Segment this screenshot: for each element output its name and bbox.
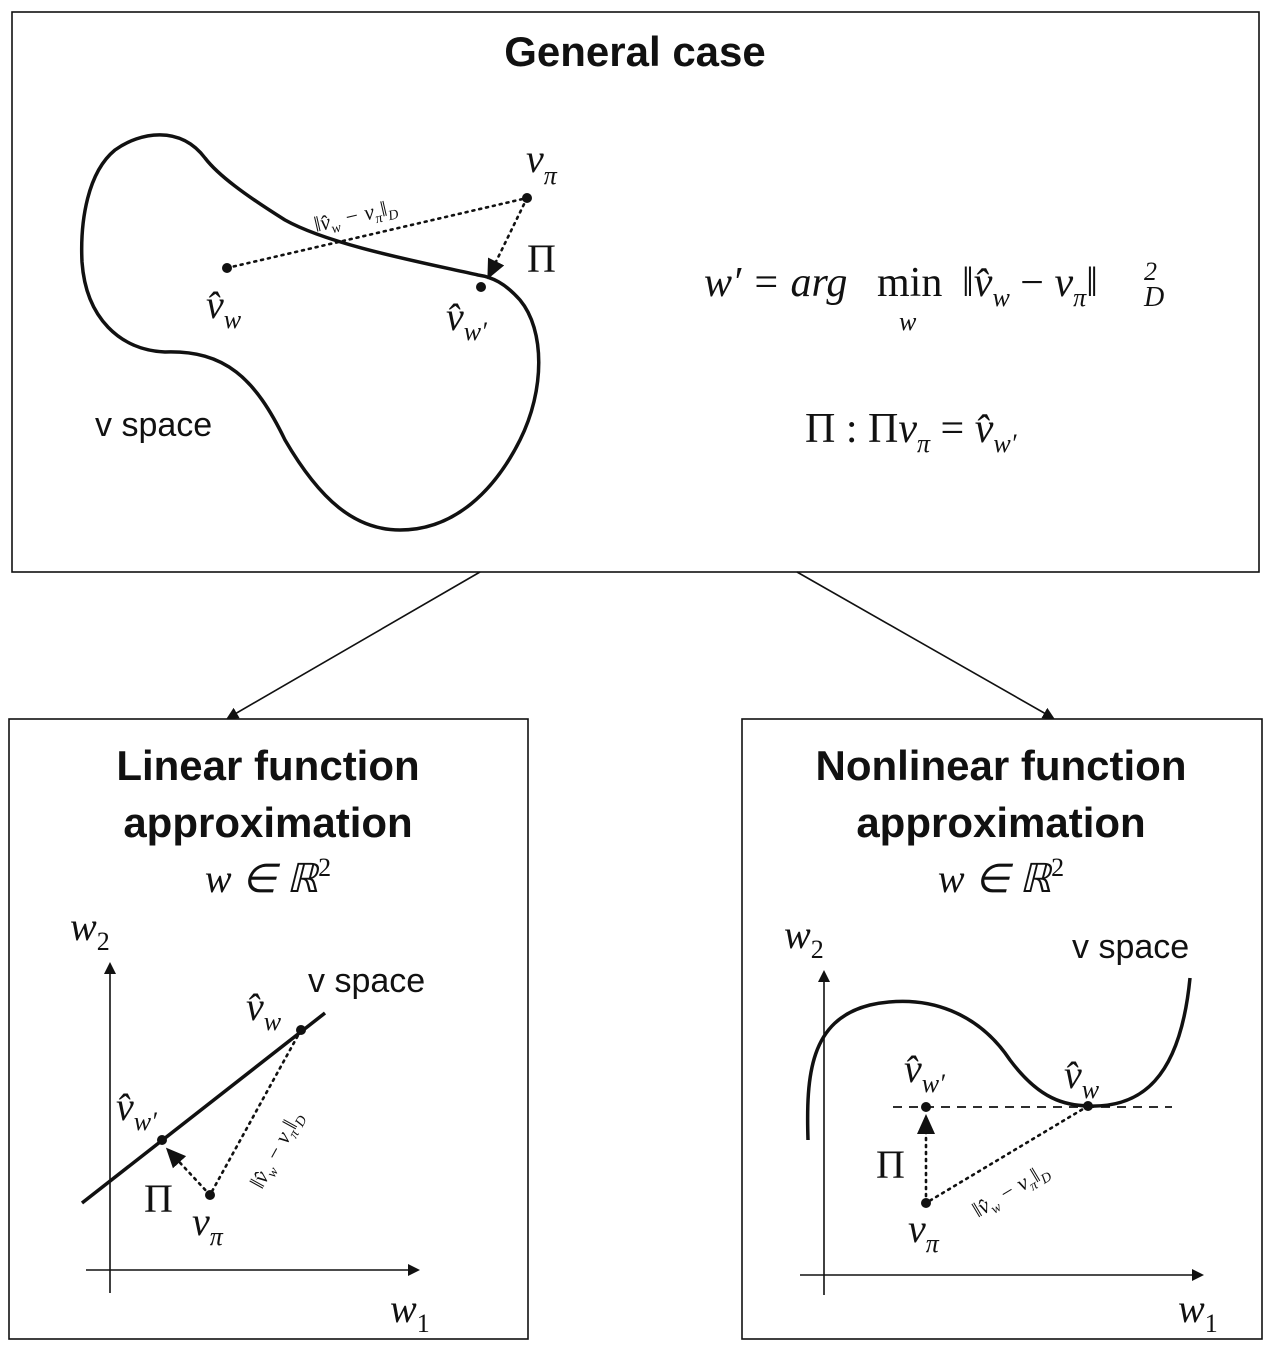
- nonlinear-vhat-wprime-point: [921, 1102, 931, 1112]
- linear-pi-label: Π: [144, 1176, 173, 1221]
- nonlinear-approx-panel: Nonlinear function approximation w ∈ ℝ2 …: [741, 718, 1263, 1340]
- nonlinear-v-pi-label: vπ: [908, 1206, 940, 1258]
- general-vhat-wprime-label: v̂w′: [446, 294, 487, 346]
- svg-text:w: w: [899, 307, 917, 336]
- general-distance-line: [225, 196, 529, 270]
- nonlinear-domain: w ∈ ℝ2: [938, 853, 1064, 901]
- general-case-panel: General case v space ‖v̂w − vπ‖D vπ Π v̂…: [11, 11, 1260, 573]
- linear-distance-line: [208, 1028, 303, 1197]
- general-case-frame: [11, 11, 1260, 573]
- linear-axis-y-label: w2: [70, 904, 110, 956]
- general-v-space-label: v space: [95, 406, 212, 444]
- svg-text:‖v̂w − vπ‖: ‖v̂w − vπ‖: [962, 260, 1098, 312]
- nonlinear-pi-label: Π: [876, 1142, 905, 1187]
- svg-text:w′ = arg: w′ = arg: [704, 260, 847, 306]
- general-case-title: General case: [504, 28, 766, 75]
- svg-text:min: min: [877, 260, 942, 306]
- general-pi-label: Π: [527, 236, 556, 281]
- nonlinear-vhat-w-label: v̂w: [1064, 1052, 1100, 1104]
- svg-text:D: D: [1143, 282, 1164, 313]
- general-projection-arrow: [487, 196, 529, 280]
- projection-equation: Π : Πvπ = v̂w′: [805, 406, 1017, 458]
- nonlinear-v-space-label: v space: [1072, 928, 1189, 966]
- nonlinear-axis-x-label: w1: [1178, 1286, 1218, 1338]
- v-space-region: [79, 133, 541, 532]
- general-vhat-wprime-point: [476, 282, 486, 292]
- linear-v-space-line: [80, 1011, 327, 1205]
- general-v-pi-label: vπ: [526, 136, 558, 190]
- linear-projection-arrow: [165, 1147, 212, 1197]
- nonlinear-title-line1: Nonlinear function: [816, 742, 1187, 789]
- nonlinear-v-space-curve: [805, 977, 1192, 1141]
- linear-axis-x-label: w1: [390, 1286, 430, 1338]
- linear-vhat-wprime-point: [157, 1135, 167, 1145]
- general-vhat-w-label: v̂w: [206, 282, 242, 334]
- linear-approx-frame: [8, 718, 529, 1340]
- arrow-to-linear: [226, 571, 481, 720]
- nonlinear-title-line2: approximation: [856, 799, 1145, 846]
- nonlinear-norm-label: ‖v̂w − vπ‖D: [968, 1157, 1055, 1225]
- nonlinear-vhat-wprime-label: v̂w′: [904, 1046, 945, 1098]
- linear-vhat-w-label: v̂w: [246, 984, 282, 1036]
- linear-v-pi-label: vπ: [192, 1199, 224, 1251]
- svg-text:2: 2: [1144, 257, 1157, 286]
- arrow-to-nonlinear: [796, 571, 1055, 719]
- linear-norm-label: ‖v̂w − vπ‖D: [245, 1107, 311, 1195]
- linear-title-line1: Linear function: [116, 742, 419, 789]
- svg-text:Π : Πvπ = v̂w′: Π : Πvπ = v̂w′: [805, 406, 1017, 458]
- linear-v-space-label: v space: [308, 962, 425, 1000]
- linear-domain: w ∈ ℝ2: [205, 853, 331, 901]
- argmin-equation: w′ = arg min w ‖v̂w − vπ‖ 2 D: [704, 257, 1164, 336]
- general-norm-label: ‖v̂w − vπ‖D: [312, 194, 401, 241]
- linear-approx-panel: Linear function approximation w ∈ ℝ2 w1 …: [8, 718, 529, 1340]
- nonlinear-axis-y-label: w2: [784, 912, 824, 964]
- linear-vhat-wprime-label: v̂w′: [116, 1084, 157, 1136]
- nonlinear-approx-frame: [741, 718, 1263, 1340]
- linear-title-line2: approximation: [123, 799, 412, 846]
